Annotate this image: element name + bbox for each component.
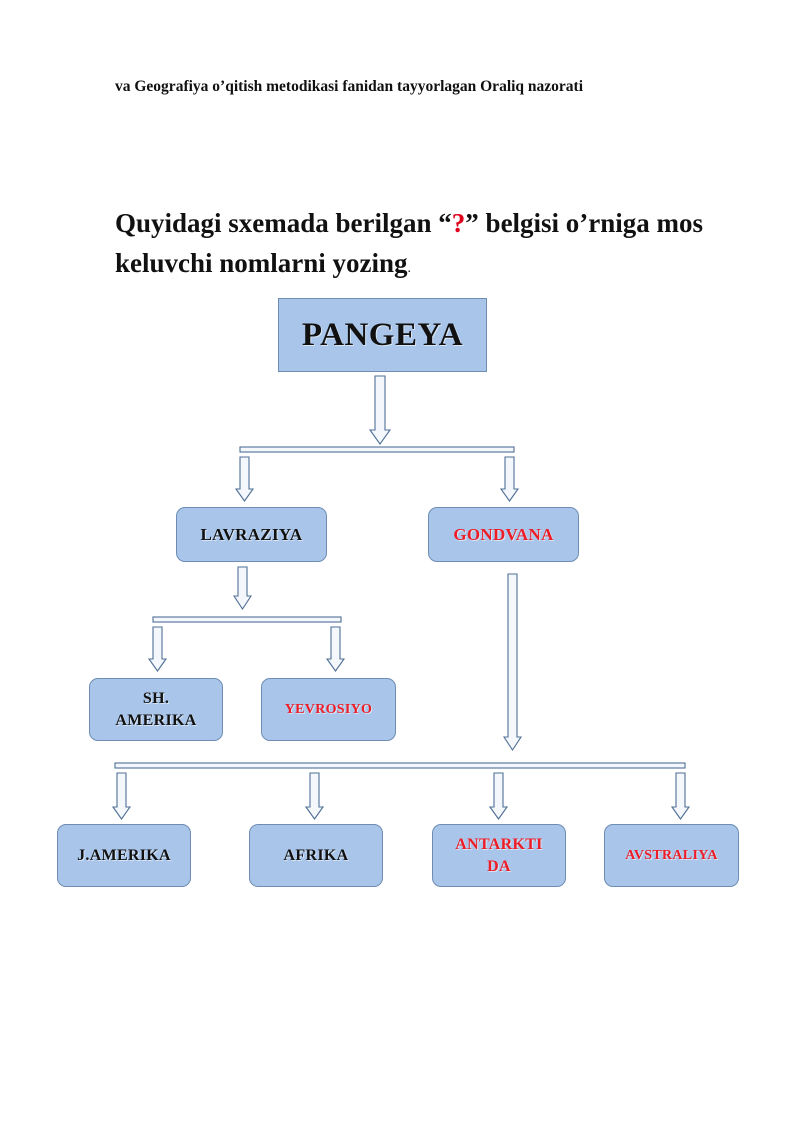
arrow-to-afrika bbox=[304, 772, 325, 820]
arrow-root-down bbox=[368, 375, 392, 445]
arrow-to-avstraliya bbox=[670, 772, 691, 820]
node-gondvana: GONDVANA bbox=[428, 507, 579, 562]
arrow-to-lavraziya bbox=[234, 456, 255, 502]
node-pangeya: PANGEYA bbox=[278, 298, 487, 372]
arrow-to-sh-amerika bbox=[147, 626, 168, 672]
arrow-gondvana-down bbox=[502, 573, 523, 752]
question-mark-symbol: ? bbox=[451, 208, 466, 238]
node-lavraziya: LAVRAZIYA bbox=[176, 507, 327, 562]
question-end-dot: . bbox=[407, 261, 412, 276]
arrow-to-antarktida bbox=[488, 772, 509, 820]
bar-level-1 bbox=[239, 446, 515, 453]
node-j-amerika: J.AMERIKA bbox=[57, 824, 191, 887]
question-part-1: Quyidagi sxemada berilgan “ bbox=[115, 208, 452, 238]
node-afrika: AFRIKA bbox=[249, 824, 383, 887]
arrow-to-gondvana bbox=[499, 456, 520, 502]
node-sh-amerika: SH. AMERIKA bbox=[89, 678, 223, 741]
node-avstraliya: AVSTRALIYA bbox=[604, 824, 739, 887]
document-header: va Geografiya o’qitish metodikasi fanida… bbox=[115, 78, 584, 95]
bar-lavraziya bbox=[152, 616, 342, 623]
node-yevrosiyo: YEVROSIYO bbox=[261, 678, 396, 741]
arrow-lavraziya-down bbox=[232, 566, 253, 611]
question-text: Quyidagi sxemada berilgan “?” belgisi o’… bbox=[115, 203, 755, 289]
arrow-to-yevrosiyo bbox=[325, 626, 346, 672]
bar-gondvana bbox=[114, 762, 686, 769]
question-part-2: ” belgisi o’rniga mos keluvchi nomlarni … bbox=[115, 208, 704, 278]
arrow-to-j-amerika bbox=[111, 772, 132, 820]
node-antarktida: ANTARKTI DA bbox=[432, 824, 566, 887]
